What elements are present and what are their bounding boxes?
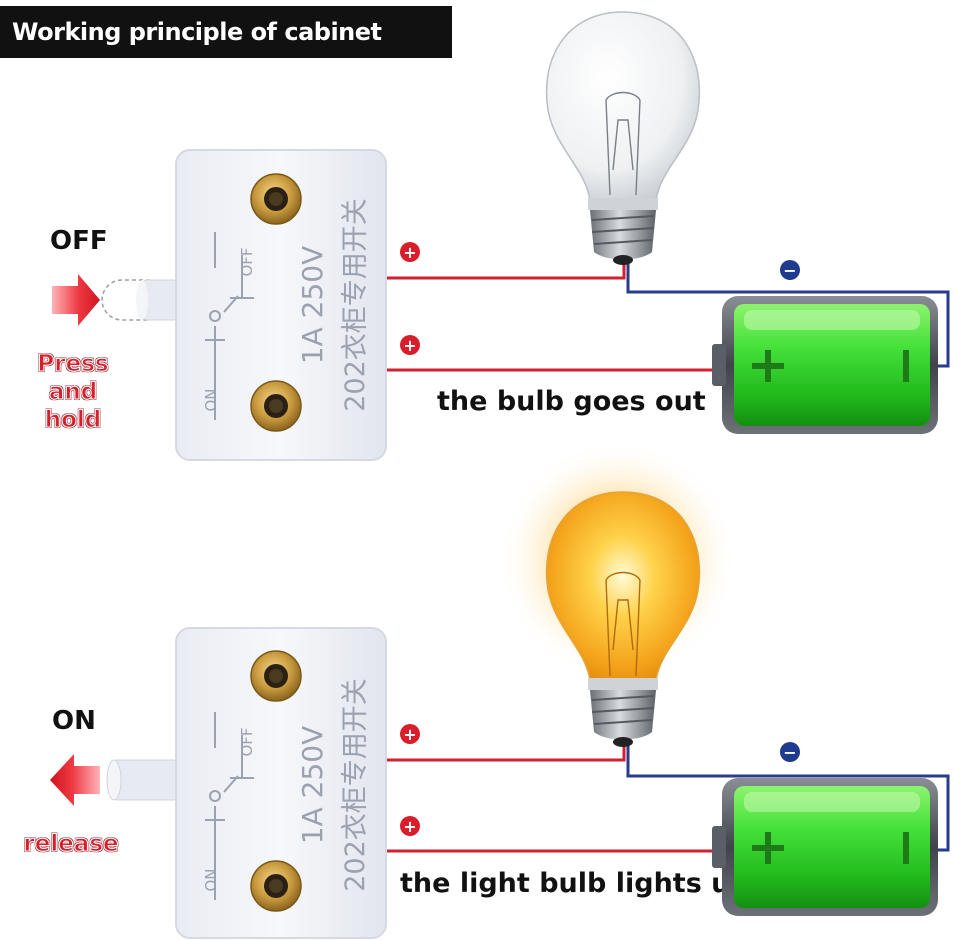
switch-body-top: 1A 250V 202衣柜专用开关 OFF ON bbox=[175, 149, 387, 461]
screw-terminal-bottom-1 bbox=[250, 650, 302, 702]
negative-wire-top bbox=[626, 262, 950, 368]
battery-plus-sign-bottom bbox=[752, 832, 784, 864]
battery-plus-sign bbox=[752, 350, 784, 382]
svg-text:ON: ON bbox=[202, 388, 220, 411]
svg-text:−: − bbox=[783, 261, 796, 280]
switch-symbol bbox=[205, 232, 254, 420]
screw-terminal-bottom-2 bbox=[250, 860, 302, 912]
plus-marker-top-2: + bbox=[400, 335, 420, 355]
switch-body-bottom: 1A 250V 202衣柜专用开关 OFF ON bbox=[175, 627, 387, 939]
screw-terminal-top-2 bbox=[250, 380, 302, 432]
switch-rating-text: 1A 250V bbox=[296, 246, 329, 364]
plus-marker-bottom-2: + bbox=[400, 816, 420, 836]
svg-text:−: − bbox=[783, 743, 796, 762]
switch-plunger-bottom bbox=[106, 759, 185, 801]
press-arrow bbox=[52, 274, 100, 326]
bottom-panel: + + − bbox=[50, 440, 950, 939]
plunger-dashed-outline bbox=[101, 279, 150, 321]
minus-marker-top: − bbox=[780, 260, 800, 280]
battery-top bbox=[712, 296, 938, 434]
caption-bulb-goes-out: the bulb goes out bbox=[437, 386, 706, 417]
switch-symbol-bottom bbox=[205, 712, 254, 900]
release-label: release bbox=[23, 831, 119, 858]
state-on-label: ON bbox=[52, 706, 96, 736]
negative-wire-bottom bbox=[626, 744, 950, 852]
bulb-on bbox=[498, 440, 738, 747]
battery-bottom bbox=[712, 778, 938, 916]
switch-model-text: 202衣柜专用开关 bbox=[340, 198, 371, 412]
svg-text:+: + bbox=[403, 243, 416, 262]
positive-wire-top bbox=[382, 260, 724, 372]
minus-marker-bottom: − bbox=[780, 742, 800, 762]
plus-marker-top-1: + bbox=[400, 242, 420, 262]
svg-text:+: + bbox=[403, 817, 416, 836]
screw-terminal-top-1 bbox=[250, 173, 302, 225]
plus-marker-bottom-1: + bbox=[400, 724, 420, 744]
svg-text:OFF: OFF bbox=[238, 727, 256, 756]
bulb-off bbox=[545, 11, 701, 265]
caption-bulb-lights-up: the light bulb lights up bbox=[400, 868, 750, 899]
svg-text:+: + bbox=[403, 725, 416, 744]
switch-model-text-bottom: 202衣柜专用开关 bbox=[340, 678, 371, 892]
switch-rating-text-bottom: 1A 250V bbox=[296, 726, 329, 844]
state-off-label: OFF bbox=[50, 226, 108, 256]
top-panel: + + − bbox=[52, 11, 950, 461]
svg-text:ON: ON bbox=[202, 868, 220, 891]
page-title: Working principle of cabinet lamp bbox=[0, 6, 452, 98]
svg-text:+: + bbox=[403, 336, 416, 355]
positive-wire-bottom bbox=[382, 742, 724, 853]
svg-text:OFF: OFF bbox=[238, 247, 256, 276]
switch-plunger-top bbox=[136, 279, 185, 321]
release-arrow bbox=[50, 754, 100, 806]
